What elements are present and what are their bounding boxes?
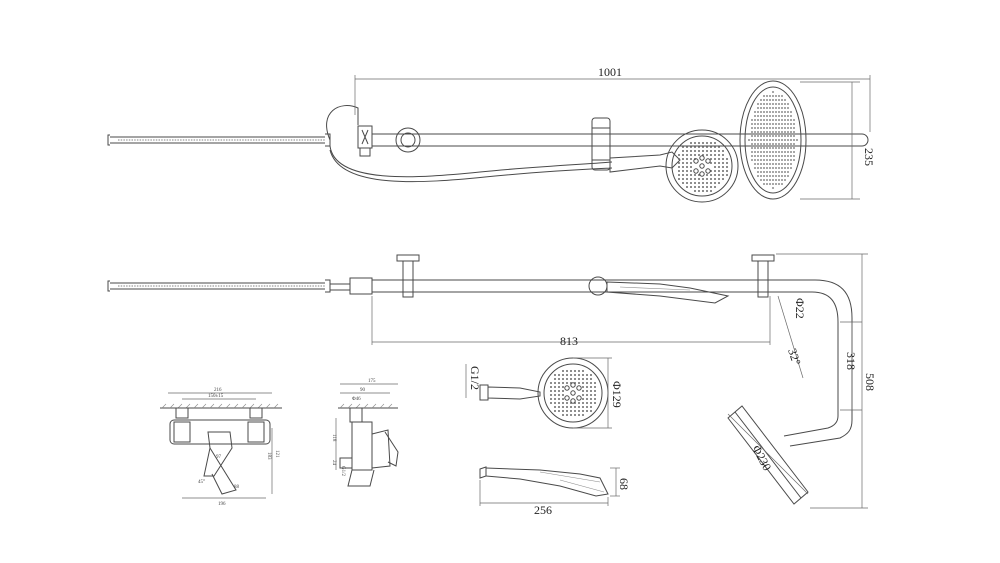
mixer-side-body [351,421,373,471]
mixer-dim-150: 150±15 [208,394,224,399]
handshower-head-outer [665,129,739,203]
dim-label-thread: G1/2 [468,366,482,390]
dim-label-pipe: Φ22 [793,298,807,319]
detail-head-outer [537,357,609,429]
mixer-dim-45: 45° [198,480,205,485]
hose-to-handle-2 [329,149,613,183]
side-view: 813 Φ22 32° 318 508 Φ230 [107,253,877,509]
mixer-lever [203,431,233,477]
dim-label-318: 318 [844,352,858,370]
rail-end [861,133,869,147]
dim-label-256: 256 [534,503,552,517]
side-bracket-right [757,260,769,298]
dim-label-68: 68 [617,478,631,490]
mixer-side-dim-90: 90 [360,388,366,393]
mixer-dim-196: 196 [218,502,226,507]
hose-nut [325,133,331,147]
slider-body [591,117,611,171]
mixer-spout [209,447,237,495]
hose-loop-upper [326,105,359,141]
mixer-side-dim-24: 24 [331,460,336,466]
dim-label-235: 235 [862,148,876,166]
detail-handle [487,386,541,400]
mixer-side-lever-base [371,429,391,469]
mixer-dim-183: 183 [266,452,271,460]
dim-label-230: Φ230 [749,443,774,473]
overhead-nozzles [748,91,798,189]
top-view: 1001 235 [107,65,876,203]
detail-nozzles [550,370,596,416]
mixer-dim-97: 97 [216,455,222,460]
handshower-handle [609,151,681,173]
mixer-side-dim-thread: G1/2 [340,466,345,477]
side-diverter [349,277,373,295]
dim-label-813: 813 [560,334,578,348]
bracket-ring-outer [395,127,421,153]
top-hose [107,134,325,146]
handshower-nozzles [678,142,728,192]
mixer-dim-216: 216 [214,388,222,393]
diverter-cross [361,129,369,145]
bracket-ring-inner [400,132,416,148]
overhead-outer [739,80,807,200]
detail-side-profile [485,467,609,497]
dim-label-508: 508 [863,373,877,391]
dim-label-129: Φ129 [610,381,624,408]
diverter-outlet [359,147,371,157]
mixer-body [169,419,271,445]
shower-arm-inner [770,291,839,437]
mixer-side-spout [347,469,375,487]
mixer-side-dim-46: Φ46 [352,397,361,402]
mixer-dim-88: 88 [234,485,240,490]
side-handshower [606,281,730,304]
mixer-side-dim-175: 175 [368,379,376,384]
hose-to-handle [329,145,613,178]
overhead-inner [744,86,802,194]
side-bracket-left [402,260,414,298]
mixer-side-lever [384,431,399,467]
mixer-front-view: 216 150±15 121 183 97 45° 88 196 [160,388,282,507]
mixer-dim-121: 121 [274,450,279,458]
handshower-head-inner [671,135,733,197]
handshower-detail: G1/2 Φ129 256 68 [465,357,631,517]
dim-label-angle: 32° [785,347,804,367]
detail-head-inner [543,363,603,423]
mixer-side-view: 175 90 Φ46 118 24 G1/2 [331,379,399,487]
dim-label-1001: 1001 [598,65,622,79]
mixer-side-dim-118: 118 [331,434,336,442]
shower-arm-outer [770,279,853,447]
side-hose [107,280,325,292]
overhead-side-plate [727,405,809,505]
